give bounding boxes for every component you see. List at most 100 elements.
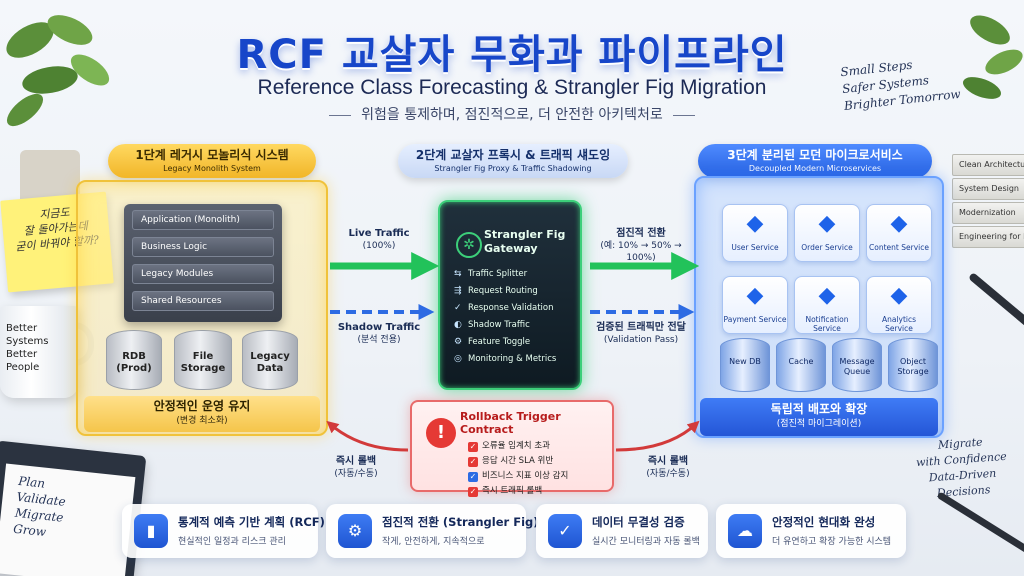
- gateway-feature: ✓ Response Validation: [454, 300, 570, 317]
- rollback-left-title: 즉시 롤백: [335, 456, 377, 467]
- stage2-label: 2단계 교살자 프록시 & 트래픽 섀도잉 Strangler Fig Prox…: [398, 144, 628, 178]
- book-spine: System Design: [952, 178, 1024, 200]
- legacy-footer-sub: (변경 최소화): [176, 416, 228, 426]
- summary-card-title: 데이터 무결성 검증: [592, 515, 685, 529]
- legacy-footer: 안정적인 운영 유지 (변경 최소화): [84, 396, 320, 432]
- rollback-title: Rollback Trigger Contract: [460, 410, 561, 436]
- handwriting-bottom-right: Migrate with Confidence Data-Driven Deci…: [898, 432, 1024, 504]
- database-rdb: RDB (Prod): [106, 330, 162, 390]
- stage3-label: 3단계 분리된 모던 마이크로서비스 Decoupled Modern Micr…: [698, 144, 932, 178]
- shield-icon: ✓: [548, 514, 582, 548]
- page-subtitle: Reference Class Forecasting & Strangler …: [257, 76, 767, 99]
- tagline: 위험을 통제하며, 점진적으로, 더 안전한 아키텍처로: [0, 104, 1024, 124]
- stage1-title: 1단계 레거시 모놀리식 시스템: [135, 148, 289, 162]
- cube-icon: ◆: [890, 283, 908, 308]
- microservice-card: ◆ Notification Service: [794, 276, 860, 334]
- page-title: RCF 교살자 무화과 파이프라인: [236, 32, 788, 78]
- bar-chart-icon: ▮: [134, 514, 168, 548]
- microservice-card: ◆Payment Service: [722, 276, 788, 334]
- datastore-cylinder: New DB: [720, 338, 770, 392]
- summary-card-sub: 현실적인 일정과 리스크 관리: [178, 537, 286, 547]
- gateway-feature: ◎Monitoring & Metrics: [454, 351, 570, 368]
- gateway-feature-label: Request Routing: [468, 286, 538, 296]
- plant-decoration: [962, 15, 1023, 99]
- summary-card-sub: 작게, 안전하게, 지속적으로: [382, 537, 485, 547]
- strangler-gateway: ✲ Strangler Fig Gateway ⇆Traffic Splitte…: [438, 200, 582, 390]
- rollback-item-label: 비즈니스 지표 이상 감지: [482, 471, 569, 481]
- summary-card-title: 안정적인 현대화 완성: [772, 515, 876, 529]
- validated-traffic-title: 검증된 트래픽만 전달: [596, 322, 686, 333]
- rollback-contract: ! Rollback Trigger Contract ✓오류율 임계치 초과✓…: [410, 400, 614, 497]
- gateway-feature-label: Shadow Traffic: [468, 320, 530, 330]
- summary-card-sub: 더 유연하고 확장 가능한 시스템: [772, 537, 892, 547]
- cloud-icon: ☁: [728, 514, 762, 548]
- summary-card: ▮ 통계적 예측 기반 계획 (RCF) 현실적인 일정과 리스크 관리: [122, 504, 325, 558]
- microservice-name: Analytics Service: [881, 315, 917, 333]
- rollback-left-sub: (자동/수동): [334, 469, 378, 479]
- gradual-shift-label: 점진적 전환(예: 10% → 50% → 100%): [586, 228, 696, 264]
- microservice-name: Notification Service: [805, 315, 849, 333]
- checkbox-icon: ✓: [468, 442, 478, 452]
- book-spine: Modernization: [952, 202, 1024, 224]
- live-traffic-sub: (100%): [362, 241, 396, 251]
- database-legacy: Legacy Data: [242, 330, 298, 390]
- live-traffic-title: Live Traffic: [348, 228, 410, 239]
- toggle-icon: ⚙: [454, 337, 463, 347]
- datastore-cylinder: Object Storage: [888, 338, 938, 392]
- gradual-shift-sub: (예: 10% → 50% → 100%): [600, 241, 682, 263]
- routing-icon: ⇶: [454, 286, 462, 296]
- check-circle-icon: ✓: [454, 303, 462, 313]
- summary-card-title: 점진적 전환 (Strangler Fig): [382, 515, 539, 529]
- gateway-feature-label: Traffic Splitter: [468, 269, 528, 279]
- shadow-traffic-title: Shadow Traffic: [337, 322, 421, 333]
- shadow-icon: ◐: [454, 320, 462, 330]
- microservice-name: Order Service: [801, 243, 853, 252]
- rollback-right-sub: (자동/수동): [646, 469, 690, 479]
- gateway-feature: ⇶ Request Routing: [454, 283, 570, 300]
- gear-icon: ⚙: [338, 514, 372, 548]
- cube-icon: ◆: [890, 211, 908, 236]
- mug-text: Better: [6, 323, 38, 334]
- rollback-left-arrow: [326, 420, 409, 452]
- gateway-feature-label: Monitoring & Metrics: [468, 354, 557, 364]
- cube-icon: ◆: [818, 211, 836, 236]
- micro-footer: 독립적 배포와 확장 (점진적 마이그레이션): [700, 398, 938, 436]
- rollback-item: ✓즉시 트래픽 롤백: [468, 484, 602, 499]
- rollback-item: ✓응답 시간 SLA 위반: [468, 454, 602, 469]
- gateway-feature-label: Response Validation: [468, 303, 554, 313]
- monolith-row: Legacy Modules: [132, 264, 274, 284]
- rollback-list: ✓오류율 임계치 초과✓응답 시간 SLA 위반✓비즈니스 지표 이상 감지✓즉…: [468, 439, 602, 499]
- mug-text: Better: [6, 349, 38, 360]
- micro-footer-title: 독립적 배포와 확장: [770, 402, 868, 416]
- microservice-card: ◆User Service: [722, 204, 788, 262]
- gateway-feature-label: Feature Toggle: [468, 337, 531, 347]
- stage1-label: 1단계 레거시 모놀리식 시스템 Legacy Monolith System: [108, 144, 316, 178]
- monolith-row: Business Logic: [132, 237, 274, 257]
- monolith-row: Shared Resources: [132, 291, 274, 311]
- rollback-right-arrow: [615, 420, 700, 452]
- cube-icon: ◆: [746, 211, 764, 236]
- rollback-item: ✓비즈니스 지표 이상 감지: [468, 469, 602, 484]
- monolith-row: Application (Monolith): [132, 210, 274, 230]
- monolith-server: Application (Monolith) Business Logic Le…: [124, 204, 282, 322]
- coffee-mug: Better Systems Better People: [0, 306, 78, 398]
- stage3-subtitle: Decoupled Modern Microservices: [748, 164, 882, 173]
- validated-traffic-sub: (Validation Pass): [603, 335, 679, 345]
- microservice-card: ◆ Analytics Service: [866, 276, 932, 334]
- cube-icon: ◆: [818, 283, 836, 308]
- microservice-name: Content Service: [869, 243, 929, 252]
- rollback-right-title: 즉시 롤백: [647, 456, 689, 467]
- legacy-footer-title: 안정적인 운영 유지: [153, 399, 251, 413]
- gateway-feature: ⚙ Feature Toggle: [454, 334, 570, 351]
- summary-card-title: 통계적 예측 기반 계획 (RCF): [178, 515, 325, 529]
- validated-traffic-label: 검증된 트래픽만 전달 (Validation Pass): [586, 322, 696, 346]
- rollback-item-label: 즉시 트래픽 롤백: [482, 486, 543, 496]
- book-spine: Clean Architecture: [952, 154, 1024, 176]
- datastore-cylinder: Cache: [776, 338, 826, 392]
- gateway-feature: ◐ Shadow Traffic: [454, 317, 570, 334]
- warning-shield-icon: !: [426, 418, 456, 448]
- tagline-text: 위험을 통제하며, 점진적으로, 더 안전한 아키텍처로: [361, 107, 663, 123]
- stage1-subtitle: Legacy Monolith System: [163, 164, 261, 173]
